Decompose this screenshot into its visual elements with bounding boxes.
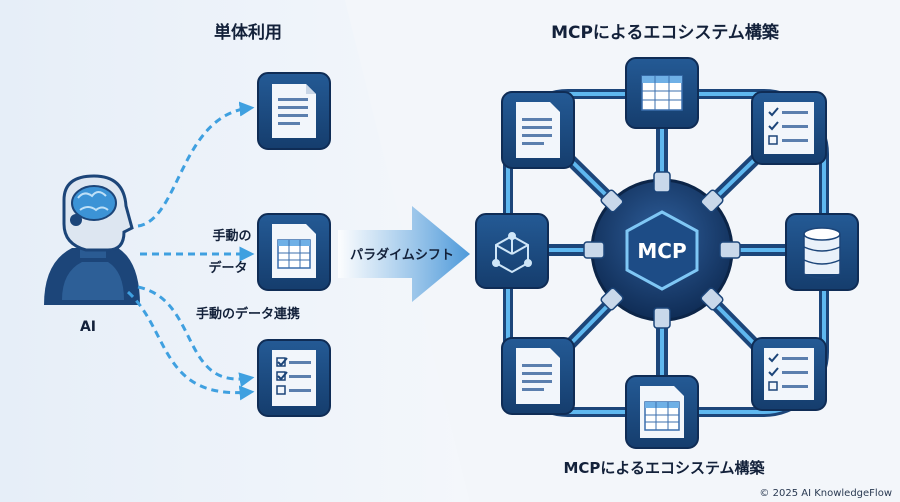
checklist-icon: [272, 350, 316, 406]
ring-checklist-tile-bottom-right: [751, 337, 827, 411]
plug-connector-icon: [583, 171, 741, 329]
hub-label: MCP: [637, 239, 686, 263]
database-icon: [803, 227, 841, 279]
left-document-tile: [257, 72, 331, 150]
manual-link-label: 手動のデータ連携: [196, 306, 300, 322]
manual-label-line2: データ: [208, 260, 247, 276]
ring-checklist-tile-top-right: [751, 91, 827, 165]
flow-to-checklist-a: [137, 285, 255, 388]
document-icon: [272, 84, 316, 138]
right-title: MCPによるエコシステム構築: [551, 22, 780, 43]
ring-network-tile: [475, 213, 549, 289]
ai-label: AI: [80, 319, 96, 335]
left-spreadsheet-tile: [257, 213, 331, 291]
paradigm-shift-arrow: [338, 206, 470, 302]
left-panel-background: [0, 0, 470, 502]
ring-spreadsheet-tile-bottom: [625, 375, 699, 449]
copyright-text: © 2025 AI KnowledgeFlow: [759, 488, 892, 499]
robot-head-icon: [44, 174, 140, 305]
manual-label-line1: 手動の: [212, 228, 251, 244]
flow-to-document: [137, 101, 255, 228]
left-title: 単体利用: [214, 22, 282, 43]
ring-document-tile-top-left: [501, 91, 575, 169]
network-cube-icon: [492, 232, 532, 274]
ring-spreadsheet-tile-top: [625, 57, 699, 129]
left-checklist-tile: [257, 339, 331, 417]
spreadsheet-icon: [272, 224, 316, 278]
ring-database-tile: [785, 213, 859, 291]
right-caption: MCPによるエコシステム構築: [563, 459, 765, 477]
ring-document-tile-bottom-left: [501, 337, 575, 415]
paradigm-shift-label: パラダイムシフト: [350, 247, 454, 263]
